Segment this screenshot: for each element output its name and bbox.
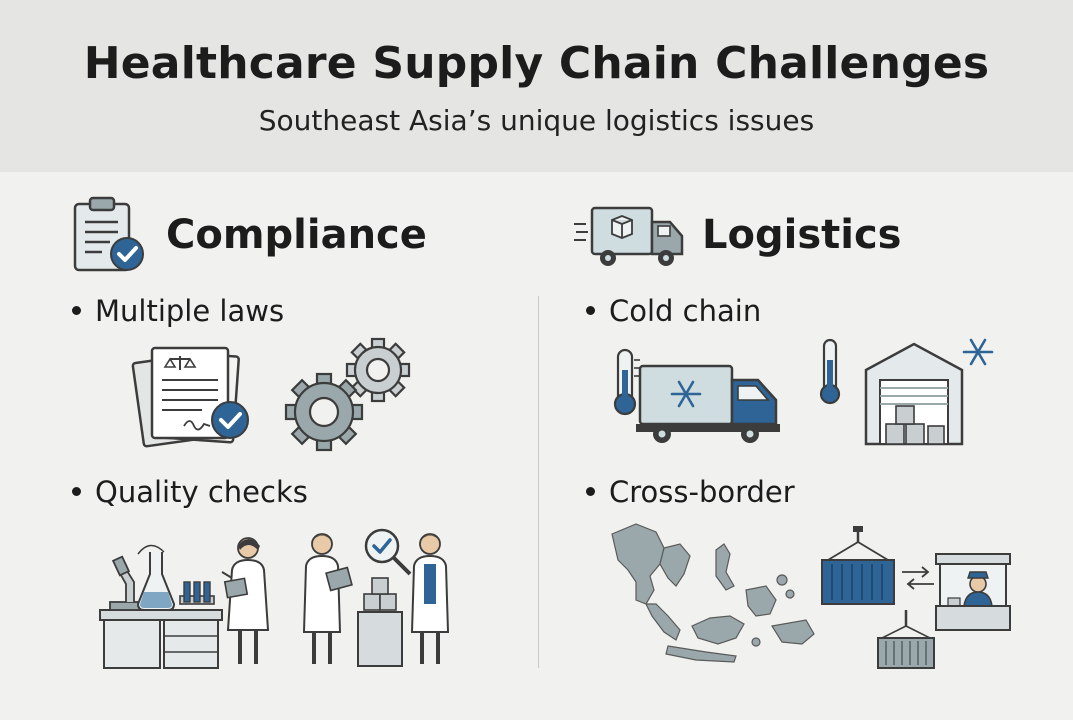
bullet-cold-chain: Cold chain <box>586 294 761 328</box>
page-title: Healthcare Supply Chain Challenges <box>83 38 990 89</box>
bullet-quality-checks: Quality checks <box>72 475 308 509</box>
refrigerated-truck-icon <box>613 348 780 443</box>
page-subtitle: Southeast Asia’s unique logistics issues <box>258 104 815 137</box>
cold-warehouse-icon <box>819 338 994 446</box>
bullet-label: Quality checks <box>95 475 308 509</box>
delivery-truck-icon <box>574 206 684 266</box>
bullet-label: Cold chain <box>609 294 762 328</box>
gears-icon <box>284 337 411 452</box>
section-divider <box>538 296 539 668</box>
bullet-multiple-laws: Multiple laws <box>72 294 284 328</box>
bullet-dot <box>586 305 595 315</box>
bullet-dot <box>586 486 595 496</box>
customs-container-icon <box>821 526 1011 669</box>
bullet-label: Cross-border <box>609 475 795 509</box>
bullet-dot <box>72 486 81 496</box>
inspection-workers-icon <box>302 528 450 667</box>
section-title-logistics: Logistics <box>702 212 902 258</box>
header-banner: Healthcare Supply Chain Challenges South… <box>0 0 1073 172</box>
clipboard-check-icon <box>73 196 144 272</box>
legal-document-icon <box>131 346 249 448</box>
bullet-dot <box>72 305 81 315</box>
southeast-asia-map-icon <box>611 523 815 663</box>
lab-bench-icon <box>99 537 270 669</box>
bullet-cross-border: Cross-border <box>586 475 795 509</box>
section-title-compliance: Compliance <box>166 212 427 258</box>
bullet-label: Multiple laws <box>95 294 285 328</box>
